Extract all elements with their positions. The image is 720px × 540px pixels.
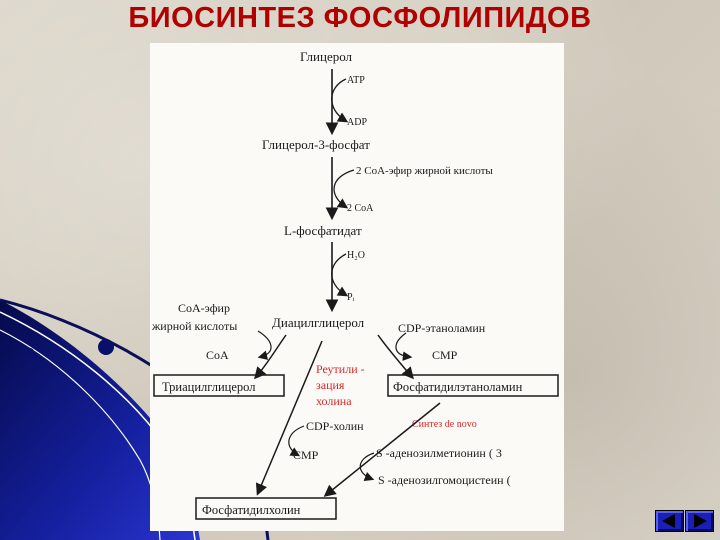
cmp-2-label: CMP bbox=[293, 448, 319, 462]
pc-box bbox=[195, 497, 337, 520]
reutil-line2: зация bbox=[316, 378, 345, 392]
coa-ester-in-arc bbox=[257, 330, 272, 360]
adp-label: ADP bbox=[347, 117, 367, 128]
pe-box bbox=[387, 374, 559, 397]
arrow-pe-pc bbox=[323, 402, 441, 497]
pathway-diagram: Глицерол ATP ADP Глицерол-3-фосфат 2 CoA… bbox=[151, 49, 559, 520]
triacylglycerol-label: Триацилглицерол bbox=[162, 380, 256, 394]
pi-label: Pᵢ bbox=[347, 292, 355, 303]
cdp-ethanolamine-arc bbox=[395, 332, 413, 361]
reutil-line3: холина bbox=[316, 394, 352, 408]
phosphatidate-label: L-фосфатидат bbox=[284, 223, 362, 238]
decor-dot bbox=[98, 339, 114, 355]
coa-ester-arc bbox=[333, 169, 355, 209]
arrow-right-icon bbox=[694, 514, 707, 528]
atp-adp-arc bbox=[331, 78, 349, 123]
cmp-1-label: CMP bbox=[432, 348, 458, 362]
pe-label: Фосфатидилэтаноламин bbox=[393, 380, 523, 394]
prev-slide-button[interactable] bbox=[655, 510, 684, 532]
next-slide-button[interactable] bbox=[685, 510, 714, 532]
de-novo-label: Синтез de novo bbox=[412, 419, 477, 430]
coa-2-label: 2 CoA bbox=[347, 203, 374, 214]
reutil-line1: Реутили - bbox=[316, 362, 365, 376]
arrow-left-icon bbox=[662, 514, 675, 528]
pathway-figure: Глицерол ATP ADP Глицерол-3-фосфат 2 CoA… bbox=[150, 43, 564, 531]
slide-title: БИОСИНТЕЗ ФОСФОЛИПИДОВ bbox=[128, 2, 592, 34]
arrow-dag-pc bbox=[255, 340, 323, 496]
sam-sah-arc bbox=[359, 452, 375, 481]
pc-label: Фосфатидилхолин bbox=[202, 503, 301, 517]
arrow-dag-pe bbox=[377, 334, 414, 380]
coa-label: CoA bbox=[206, 348, 229, 362]
triacylglycerol-box bbox=[153, 374, 285, 397]
cdp-choline-label: CDP-холин bbox=[306, 419, 364, 433]
cdp-ethanolamine-label: CDP-этаноламин bbox=[398, 321, 486, 335]
arrow-dag-tag bbox=[254, 334, 287, 380]
h2o-label: H₂O bbox=[347, 250, 365, 261]
cdp-choline-arc bbox=[288, 425, 305, 457]
glycerol-label: Глицерол bbox=[300, 49, 353, 64]
atp-label: ATP bbox=[347, 75, 365, 86]
diacylglycerol-label: Диацилглицерол bbox=[272, 315, 365, 330]
h2o-pi-arc bbox=[331, 253, 349, 297]
coa-ester-line2: жирной кислоты bbox=[151, 319, 237, 333]
sah-label: S -аденозилгомоцистеин ( bbox=[378, 473, 511, 487]
coa-ester-2-label: 2 CoA-эфир жирной кислоты bbox=[356, 165, 493, 177]
sam-label: S -аденозилметионин ( 3 bbox=[376, 446, 502, 460]
coa-ester-line1: CoA-эфир bbox=[178, 301, 230, 315]
g3p-label: Глицерол-3-фосфат bbox=[262, 137, 370, 152]
